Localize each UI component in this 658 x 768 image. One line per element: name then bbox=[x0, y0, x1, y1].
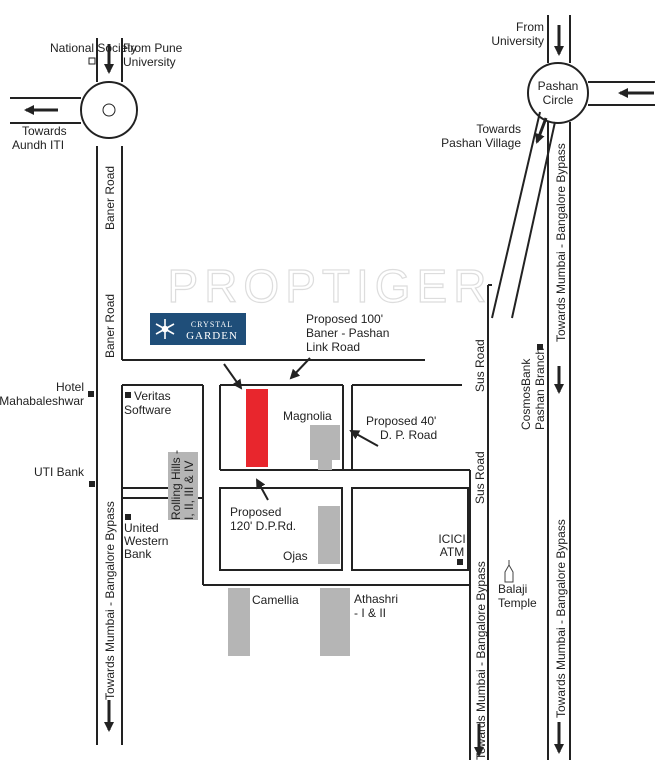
arrow-to-project bbox=[223, 363, 243, 390]
building-camellia bbox=[228, 588, 250, 656]
label-ojas: Ojas bbox=[283, 549, 308, 563]
label-magnolia: Magnolia bbox=[283, 409, 332, 423]
label-bypass-right-upper: Towards Mumbai - Bangalore Bypass bbox=[554, 143, 568, 342]
direction-arrows bbox=[24, 25, 654, 757]
project-crystal-garden bbox=[246, 389, 268, 467]
road-east-arm bbox=[588, 81, 655, 106]
block-icici bbox=[351, 487, 469, 571]
watermark: PROPTIGER bbox=[168, 260, 493, 312]
label-bypass-center: Towards Mumbai - Bangalore Bypass bbox=[474, 561, 488, 760]
roundabout-left bbox=[80, 81, 138, 139]
label-athashri: Athashri- I & II bbox=[354, 592, 398, 620]
crystal-garden-logo: CRYSTAL GARDEN bbox=[150, 313, 246, 345]
roundabout-left-center bbox=[102, 103, 116, 117]
building-ojas bbox=[318, 506, 340, 564]
arrow-dp-road-120 bbox=[256, 478, 269, 501]
label-uti-bank: UTI Bank bbox=[34, 465, 85, 479]
label-cosmos-bank: CosmosBankPashan Branch bbox=[519, 348, 547, 430]
label-rolling-hills: Rolling Hills -I, II, III & IV bbox=[169, 450, 196, 520]
marker-united-western bbox=[125, 514, 131, 520]
label-baner-road-lower: Baner Road bbox=[103, 294, 117, 358]
arrow-pashan-village bbox=[535, 117, 548, 144]
roundabout-pashan bbox=[527, 62, 589, 124]
road-top-right bbox=[547, 15, 571, 63]
building-magnolia-small bbox=[318, 458, 332, 470]
logo-line1: CRYSTAL bbox=[191, 320, 233, 329]
marker-hotel bbox=[88, 391, 94, 397]
building-athashri bbox=[320, 588, 350, 656]
block-ojas bbox=[219, 487, 343, 571]
marker-veritas bbox=[125, 392, 131, 398]
label-baner-road-upper: Baner Road bbox=[103, 166, 117, 230]
roads bbox=[10, 15, 655, 760]
arrow-link-road bbox=[289, 357, 311, 380]
temple-icon bbox=[504, 560, 514, 583]
label-bypass-far-right: Towards Mumbai - Bangalore Bypass bbox=[554, 519, 568, 718]
marker-uti-bank bbox=[89, 481, 95, 487]
marker-national-society bbox=[88, 57, 96, 65]
road-top-left bbox=[96, 38, 123, 82]
label-bypass-left: Towards Mumbai - Bangalore Bypass bbox=[103, 501, 117, 700]
buildings bbox=[168, 425, 350, 656]
marker-cosmos bbox=[537, 344, 543, 350]
road-west-arm bbox=[10, 97, 81, 124]
logo-line2: GARDEN bbox=[186, 330, 238, 342]
landmark-markers bbox=[88, 57, 543, 565]
label-proposed-dp-road-40: Proposed 40'D. P. Road bbox=[366, 414, 437, 442]
label-camellia: Camellia bbox=[252, 593, 299, 607]
arrow-dp-road-40 bbox=[349, 430, 379, 447]
label-sus-road-upper: Sus Road bbox=[473, 339, 487, 392]
label-national-society: National Society bbox=[50, 41, 137, 55]
building-magnolia bbox=[310, 425, 340, 460]
road-pashan-diagonal-a bbox=[491, 111, 541, 319]
marker-icici bbox=[457, 559, 463, 565]
building-rolling-hills bbox=[168, 452, 198, 520]
label-sus-road-lower: Sus Road bbox=[473, 451, 487, 504]
snowflake-icon bbox=[155, 319, 175, 339]
